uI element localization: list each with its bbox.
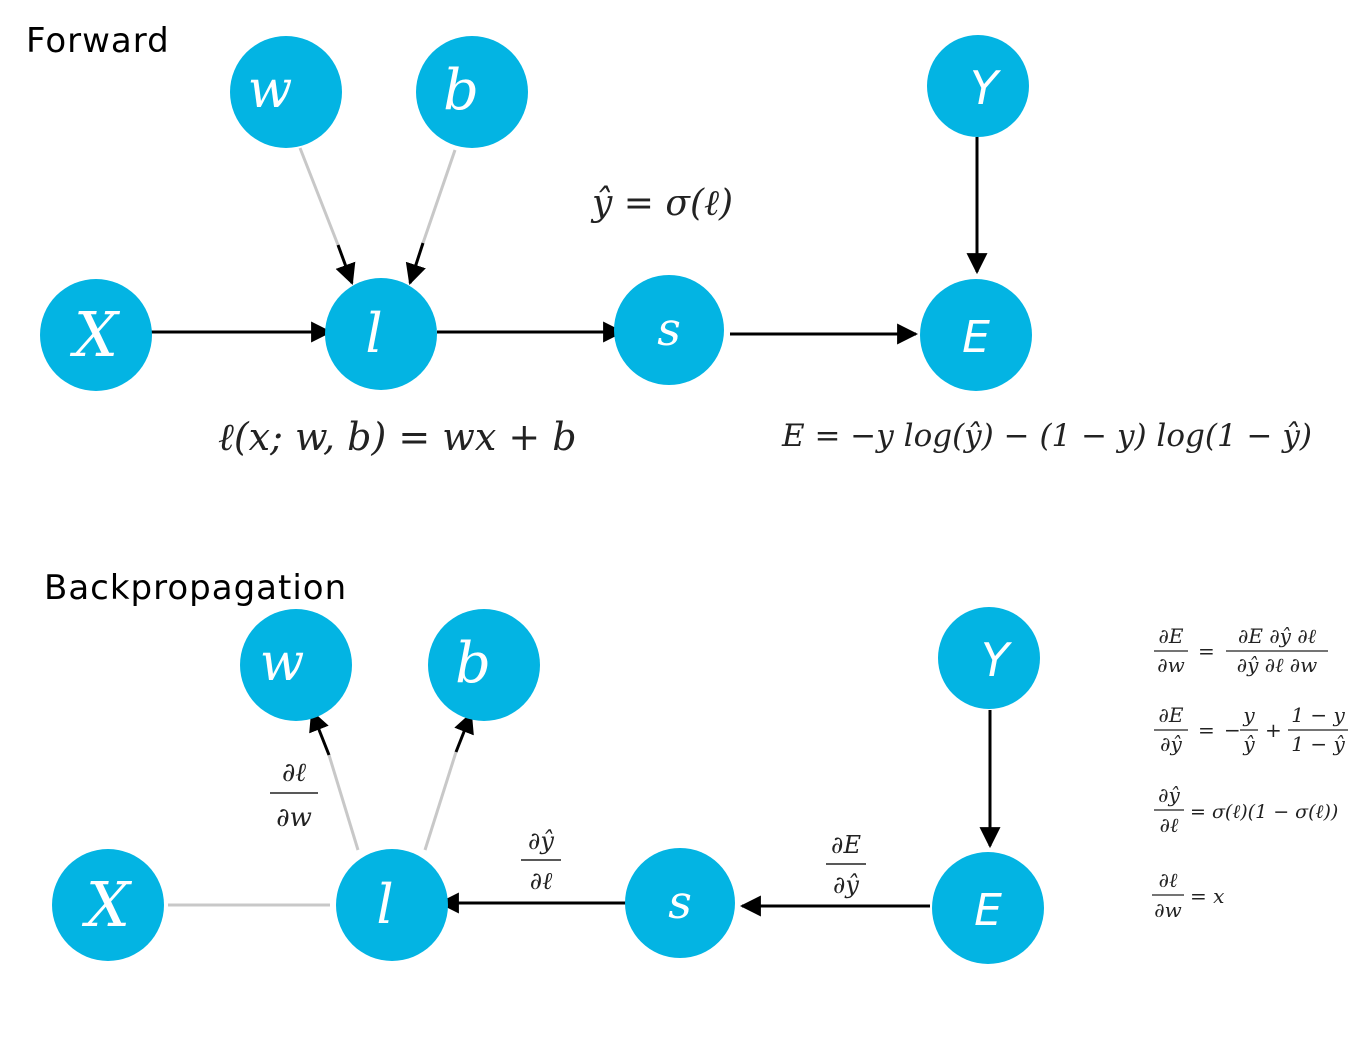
forward-edges <box>146 137 988 345</box>
node-w: w <box>230 36 342 148</box>
edge-l-w <box>309 710 331 756</box>
linear-equation: ℓ(x; w, b) = wx + b <box>218 415 577 459</box>
side-equation-1: ∂E ∂w = ∂E ∂ŷ ∂ℓ ∂ŷ ∂ℓ ∂w <box>1154 624 1328 677</box>
svg-text:E: E <box>962 312 990 363</box>
side-equation-2: ∂E ∂ŷ = − y ŷ + 1 − y 1 − ŷ <box>1154 703 1348 756</box>
svg-text:b: b <box>443 58 479 123</box>
back-node-s: s <box>625 848 735 958</box>
forward-nodes: w b Y X l s E <box>40 35 1032 391</box>
svg-text:∂ŷ: ∂ŷ <box>1158 783 1180 807</box>
label-dl-dw: ∂ℓ ∂w <box>270 758 318 833</box>
node-x: X <box>40 279 152 391</box>
svg-text:−: − <box>1224 718 1241 742</box>
svg-text:=: = <box>1198 718 1215 742</box>
node-e: E <box>920 279 1032 391</box>
svg-text:b: b <box>455 631 491 696</box>
svg-text:∂ℓ: ∂ℓ <box>1160 813 1179 837</box>
svg-text:∂ℓ: ∂ℓ <box>530 867 552 895</box>
back-node-y: Y <box>938 607 1040 709</box>
svg-text:∂E: ∂E <box>1159 624 1184 648</box>
svg-text:∂ŷ ∂ℓ ∂w: ∂ŷ ∂ℓ ∂w <box>1237 653 1318 677</box>
svg-text:E: E <box>974 885 1002 936</box>
svg-text:=: = <box>1198 639 1215 663</box>
svg-text:∂E: ∂E <box>831 831 861 859</box>
svg-text:∂ŷ: ∂ŷ <box>833 871 859 899</box>
side-equation-3: ∂ŷ ∂ℓ = σ(ℓ)(1 − σ(ℓ)) <box>1154 783 1338 837</box>
back-node-w: w <box>240 609 352 721</box>
svg-text:∂w: ∂w <box>1157 653 1184 677</box>
svg-text:∂ℓ: ∂ℓ <box>282 758 306 788</box>
backprop-heading: Backpropagation <box>44 568 347 608</box>
node-l: l <box>325 278 437 390</box>
svg-text:1 − y: 1 − y <box>1291 703 1345 727</box>
side-equation-4: ∂ℓ ∂w = x <box>1152 868 1224 922</box>
svg-text:= σ(ℓ)(1 − σ(ℓ)): = σ(ℓ)(1 − σ(ℓ)) <box>1190 801 1338 823</box>
backprop-nodes: w b Y X l s E <box>52 607 1044 964</box>
svg-text:Y: Y <box>970 61 1002 115</box>
svg-text:w: w <box>260 633 305 693</box>
backprop-edges <box>168 710 1001 917</box>
svg-text:+: + <box>1265 718 1282 742</box>
edge-w-l <box>335 244 356 285</box>
svg-text:y: y <box>1242 703 1255 727</box>
svg-text:s: s <box>668 875 692 929</box>
svg-text:= x: = x <box>1190 884 1224 908</box>
back-node-b: b <box>428 609 540 721</box>
label-dE-dy: ∂E ∂ŷ <box>826 831 866 899</box>
node-b: b <box>416 36 528 148</box>
loss-equation: E = −y log(ŷ) − (1 − y) log(1 − ŷ) <box>781 418 1312 454</box>
back-node-x: X <box>52 849 164 961</box>
node-y: Y <box>927 35 1029 137</box>
svg-text:∂ŷ: ∂ŷ <box>528 827 554 855</box>
svg-text:ŷ: ŷ <box>1242 732 1255 756</box>
svg-text:X: X <box>82 868 133 941</box>
label-dy-dl: ∂ŷ ∂ℓ <box>521 827 561 895</box>
back-node-l: l <box>336 849 448 961</box>
svg-text:s: s <box>657 302 681 356</box>
sigmoid-equation: ŷ = σ(ℓ) <box>590 183 733 224</box>
svg-text:∂w: ∂w <box>276 803 312 833</box>
edge-l-b <box>454 712 474 753</box>
edge-w-l-faint <box>298 147 340 246</box>
forward-heading: Forward <box>26 21 170 61</box>
svg-text:X: X <box>70 298 121 371</box>
svg-text:l: l <box>365 302 382 365</box>
svg-text:∂E: ∂E <box>1159 703 1184 727</box>
edge-b-l-faint <box>421 149 457 244</box>
svg-text:∂ℓ: ∂ℓ <box>1159 868 1178 892</box>
svg-text:1 − ŷ: 1 − ŷ <box>1291 732 1345 756</box>
svg-text:∂ŷ: ∂ŷ <box>1160 732 1182 756</box>
node-s: s <box>614 275 724 385</box>
svg-text:l: l <box>376 873 393 936</box>
svg-text:w: w <box>248 60 293 120</box>
edge-b-l <box>405 242 426 285</box>
edge-l-b-faint <box>423 751 458 851</box>
edge-l-w-faint <box>327 754 360 851</box>
svg-text:∂E ∂ŷ ∂ℓ: ∂E ∂ŷ ∂ℓ <box>1238 624 1317 648</box>
back-node-e: E <box>932 852 1044 964</box>
svg-text:∂w: ∂w <box>1154 898 1181 922</box>
svg-text:Y: Y <box>981 633 1013 687</box>
